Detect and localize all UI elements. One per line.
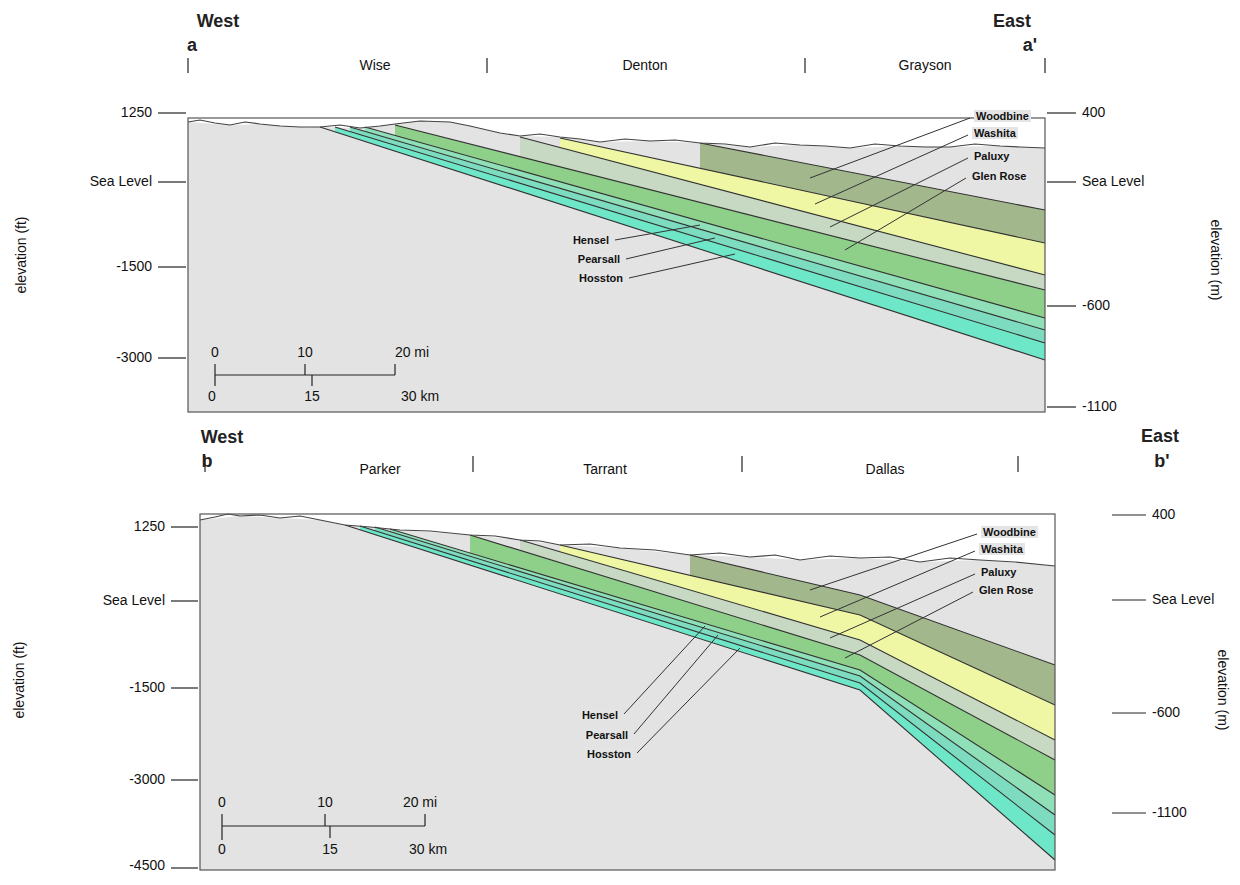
- axis-label: Sea Level: [1152, 592, 1214, 607]
- axis-label: 20 mi: [403, 795, 437, 810]
- leader-lines: [624, 534, 977, 753]
- formation-label: Glen Rose: [977, 584, 1035, 596]
- section-letter: b: [202, 452, 213, 472]
- layer-lines: [345, 525, 1055, 860]
- surface-line: [200, 514, 1055, 566]
- formation-label: Paluxy: [979, 566, 1018, 578]
- axis-title: elevation (m): [1207, 220, 1222, 301]
- axis-label: 10: [317, 795, 333, 810]
- ground: [200, 516, 1055, 870]
- axis-label: -4500: [129, 858, 165, 873]
- direction-label: East: [1141, 427, 1179, 447]
- axis-label: -3000: [129, 772, 165, 787]
- axis-label: 1250: [121, 105, 152, 120]
- axis-label: -600: [1152, 705, 1180, 720]
- axis-label: 30 km: [409, 842, 447, 857]
- direction-label: West: [201, 428, 244, 448]
- axis-label: Sea Level: [90, 174, 152, 189]
- section-a: [158, 58, 1076, 412]
- scale-bar: [215, 364, 395, 386]
- axis-label: 400: [1152, 507, 1175, 522]
- basement: [320, 127, 1045, 412]
- formation-label: Washita: [972, 127, 1018, 139]
- axis-label: 15: [322, 842, 338, 857]
- axis-label: 0: [208, 389, 216, 404]
- axis-title: elevation (ft): [12, 641, 27, 718]
- axis-label: Sea Level: [103, 593, 165, 608]
- axis-label: -1500: [129, 680, 165, 695]
- scale-bar: [222, 814, 425, 840]
- formation-label: Woodbine: [981, 526, 1038, 538]
- section-letter: b': [1154, 452, 1169, 472]
- formation-label: Hensel: [580, 709, 620, 721]
- axis-label: 0: [218, 842, 226, 857]
- axis-label: -1100: [1082, 399, 1117, 414]
- formation-label: Hosston: [585, 748, 633, 760]
- axis-label: Dallas: [866, 462, 905, 477]
- direction-label: West: [197, 12, 240, 32]
- axis-label: Wise: [359, 58, 390, 73]
- formation-label: Hensel: [571, 234, 611, 246]
- ticks: [171, 456, 1146, 868]
- section-b: [171, 456, 1146, 870]
- basement: [345, 525, 1055, 870]
- axis-label: 30 km: [401, 389, 439, 404]
- axis-label: -1100: [1152, 805, 1187, 820]
- layer-lines: [320, 125, 1045, 360]
- section-letter: a: [187, 36, 197, 56]
- axis-label: Tarrant: [583, 462, 627, 477]
- axis-title: elevation (m): [1214, 650, 1229, 731]
- axis-label: 10: [297, 345, 313, 360]
- axis-label: -3000: [116, 350, 152, 365]
- axis-label: 20 mi: [395, 345, 429, 360]
- formation-label: Pearsall: [576, 253, 622, 265]
- axis-label: Grayson: [899, 58, 952, 73]
- frame: [200, 514, 1055, 870]
- formation-label: Washita: [979, 543, 1025, 555]
- axis-label: Sea Level: [1082, 174, 1144, 189]
- frame: [188, 118, 1045, 412]
- formation-label: Glen Rose: [970, 170, 1028, 182]
- formation-label: Pearsall: [584, 729, 630, 741]
- surface-line: [188, 120, 1045, 148]
- axis-label: -1500: [116, 259, 152, 274]
- ticks: [158, 58, 1076, 407]
- formation-label: Hosston: [577, 272, 625, 284]
- formation-label: Woodbine: [974, 110, 1031, 122]
- ground: [188, 121, 1045, 412]
- section-letter: a': [1023, 36, 1037, 56]
- axis-label: 1250: [134, 519, 165, 534]
- direction-label: East: [993, 12, 1031, 32]
- axis-label: -600: [1082, 298, 1110, 313]
- leader-lines: [615, 118, 970, 278]
- axis-label: 15: [304, 389, 320, 404]
- axis-label: Parker: [359, 462, 400, 477]
- axis-label: 0: [211, 345, 219, 360]
- axis-label: 0: [218, 795, 226, 810]
- axis-title: elevation (ft): [14, 216, 29, 293]
- formation-label: Paluxy: [972, 150, 1011, 162]
- axis-label: 400: [1082, 105, 1105, 120]
- axis-label: Denton: [622, 58, 667, 73]
